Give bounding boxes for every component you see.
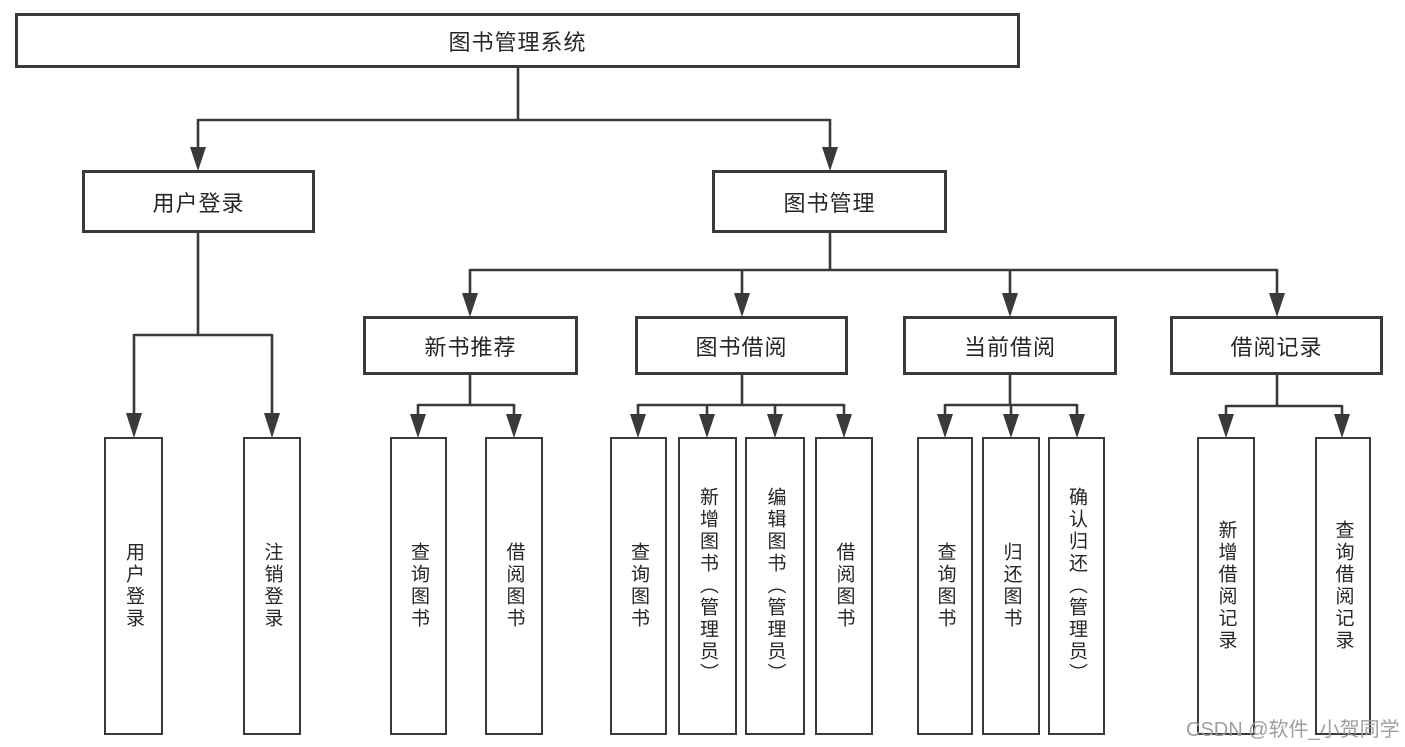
node-add-borrow-record: 新增借阅记录 (1197, 437, 1255, 735)
node-label: 图书借阅 (695, 334, 788, 360)
arrow-down-icon (190, 147, 206, 171)
node-confirm-return-admin: 确认归还（管理员） (1048, 437, 1105, 735)
node-label: 借阅图书 (503, 542, 525, 630)
arrow-down-icon (264, 413, 280, 438)
node-label: 查询借阅记录 (1332, 520, 1354, 652)
arrow-down-icon (734, 293, 750, 317)
node-book-borrow: 图书借阅 (635, 316, 848, 375)
node-query-books-2: 查询图书 (610, 437, 667, 735)
node-edit-book-admin: 编辑图书（管理员） (745, 437, 805, 735)
arrow-down-icon (767, 414, 783, 438)
node-label: 归还图书 (1000, 542, 1022, 630)
node-label: 编辑图书（管理员） (764, 487, 786, 685)
arrow-down-icon (836, 414, 852, 438)
node-user-login-branch: 用户登录 (82, 170, 315, 233)
node-root: 图书管理系统 (15, 13, 1020, 68)
node-query-books-1: 查询图书 (390, 437, 447, 735)
arrow-down-icon (462, 293, 478, 317)
node-query-borrow-record: 查询借阅记录 (1315, 437, 1371, 735)
arrow-down-icon (937, 414, 953, 438)
arrow-down-icon (410, 414, 426, 438)
node-label: 借阅记录 (1230, 334, 1323, 360)
arrow-down-icon (1269, 293, 1285, 317)
arrow-down-icon (1069, 414, 1085, 438)
node-label: 图书管理 (783, 190, 876, 216)
arrow-down-icons (126, 147, 1350, 438)
node-query-books-3: 查询图书 (917, 437, 973, 735)
node-new-book-recommend: 新书推荐 (363, 316, 578, 375)
node-label: 注销登录 (261, 542, 283, 630)
node-user-login-leaf: 用户登录 (104, 437, 163, 735)
arrow-down-icon (1334, 414, 1350, 438)
node-label: 用户登录 (152, 190, 245, 216)
node-logout: 注销登录 (243, 437, 301, 735)
arrow-down-icon (1218, 414, 1234, 438)
node-borrow-records: 借阅记录 (1170, 316, 1383, 375)
arrow-down-icon (822, 147, 838, 171)
node-label: 借阅图书 (833, 542, 855, 630)
node-label: 新增图书（管理员） (697, 487, 718, 685)
node-add-book-admin: 新增图书（管理员） (678, 437, 737, 735)
node-borrow-books-1: 借阅图书 (485, 437, 543, 735)
node-label: 确认归还（管理员） (1066, 487, 1087, 685)
arrow-down-icon (699, 414, 715, 438)
node-label: 查询图书 (408, 542, 429, 630)
node-label: 查询图书 (934, 542, 956, 630)
node-return-book: 归还图书 (982, 437, 1040, 735)
arrow-down-icon (126, 413, 142, 438)
node-label: 查询图书 (628, 542, 649, 630)
node-root-label: 图书管理系统 (448, 29, 587, 55)
node-book-management: 图书管理 (712, 170, 947, 233)
node-label: 用户登录 (123, 542, 144, 630)
arrow-down-icon (1002, 293, 1018, 317)
arrow-down-icon (506, 414, 522, 438)
node-label: 新书推荐 (424, 334, 517, 360)
tree-edges (132, 68, 1344, 433)
node-label: 新增借阅记录 (1215, 520, 1237, 652)
arrow-down-icon (1003, 414, 1019, 438)
node-current-borrow: 当前借阅 (903, 316, 1117, 375)
node-borrow-books-2: 借阅图书 (815, 437, 873, 735)
node-label: 当前借阅 (963, 334, 1056, 360)
arrow-down-icon (630, 414, 646, 438)
